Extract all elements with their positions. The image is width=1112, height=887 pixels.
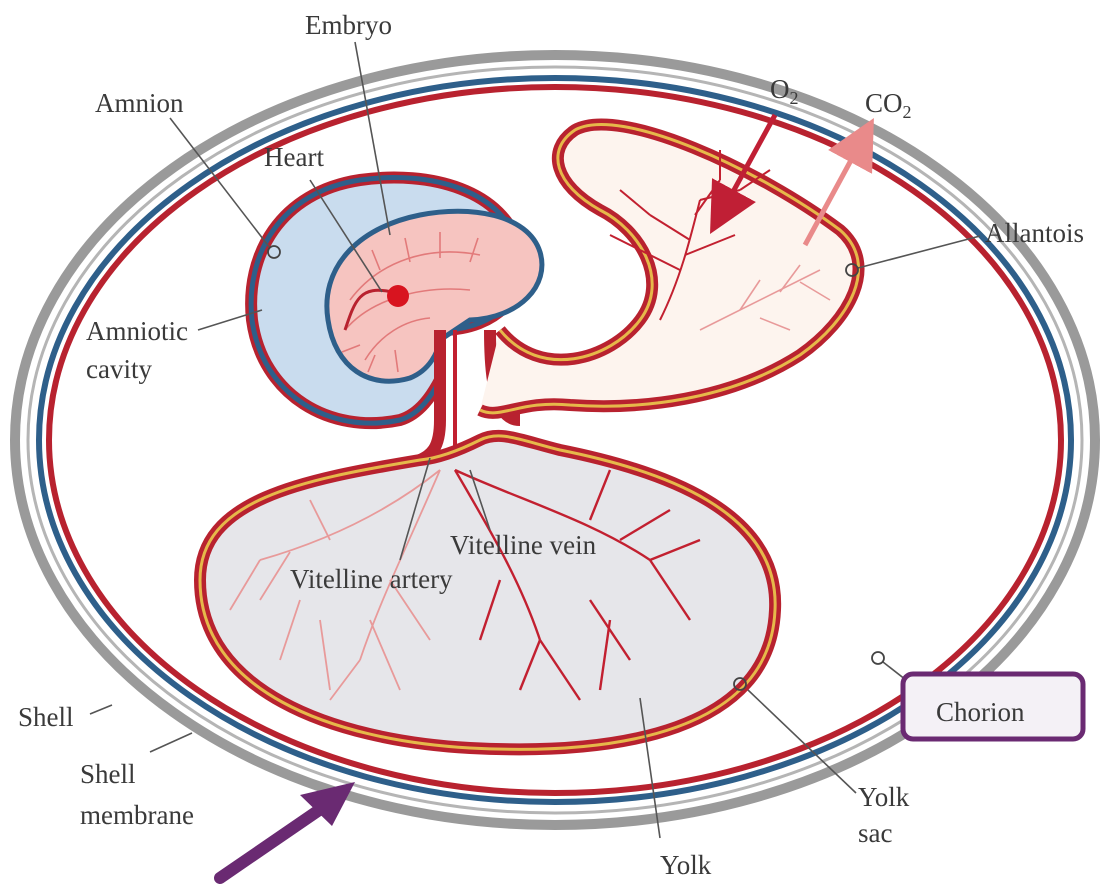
yolk-sac	[200, 436, 775, 749]
co2-subscript: 2	[903, 102, 912, 122]
label-amniotic-line1: Amniotic	[86, 316, 188, 346]
label-shell-membrane-line1: Shell	[80, 759, 136, 789]
label-chorion: Chorion	[936, 697, 1025, 727]
label-yolk-sac-line2: sac	[858, 818, 892, 848]
label-allantois: Allantois	[985, 218, 1084, 248]
label-shell: Shell	[18, 702, 74, 732]
label-yolk-sac-line1: Yolk	[858, 782, 910, 812]
label-o2: O2	[770, 74, 799, 108]
label-vitelline-vein: Vitelline vein	[450, 530, 597, 560]
label-embryo: Embryo	[305, 10, 392, 40]
label-shell-membrane-line2: membrane	[80, 800, 194, 830]
label-heart: Heart	[264, 142, 324, 172]
label-co2: CO2	[865, 88, 912, 122]
co2-base: CO	[865, 88, 903, 118]
pointer-arrow-icon	[220, 782, 355, 878]
o2-subscript: 2	[790, 88, 799, 108]
o2-base: O	[770, 74, 790, 104]
heart-organ	[387, 285, 409, 307]
label-amniotic-line2: cavity	[86, 354, 152, 384]
label-yolk: Yolk	[660, 850, 712, 880]
label-amnion: Amnion	[95, 88, 184, 118]
label-vitelline-artery: Vitelline artery	[290, 564, 453, 594]
